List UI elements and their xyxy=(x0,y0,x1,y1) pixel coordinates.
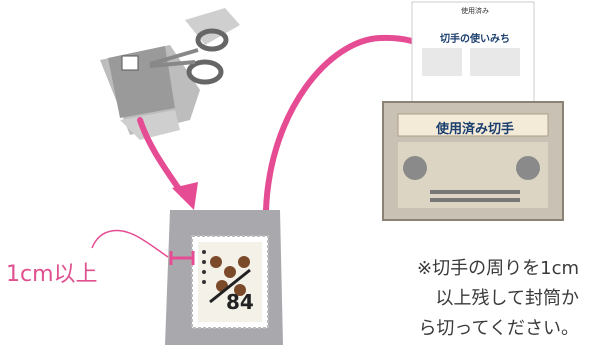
plum-blossom-icon xyxy=(209,256,251,304)
measure-label: 1cm以上 xyxy=(6,262,98,287)
scissors-icon xyxy=(149,28,229,85)
cut-envelope xyxy=(165,210,283,345)
note-line-2: 以上残して封筒か xyxy=(435,288,579,309)
stamp-value: 84 xyxy=(226,290,254,314)
poster-heading: 使用済み xyxy=(461,7,489,15)
collection-box-illustration xyxy=(382,1,564,221)
note-line-3: ら切ってください。 xyxy=(418,318,579,339)
box-label-band xyxy=(397,113,549,137)
stamp-dots xyxy=(202,250,206,284)
box-title: 使用済み切手 xyxy=(435,122,514,137)
stamp-art xyxy=(198,242,262,322)
poster-title: 切手の使いみち xyxy=(440,34,510,45)
mascot-left xyxy=(403,156,427,180)
cutting-illustration xyxy=(100,8,240,140)
note-line-1: ※切手の周りを1cm xyxy=(417,258,579,279)
upper-hand xyxy=(185,8,240,45)
measure-leader xyxy=(91,229,169,258)
arrow-down-head xyxy=(172,182,198,210)
lower-hand xyxy=(120,110,180,140)
envelope-piece xyxy=(108,46,175,118)
small-stamp xyxy=(121,55,139,71)
measure-bracket xyxy=(169,251,195,265)
mascot-right xyxy=(516,156,540,180)
